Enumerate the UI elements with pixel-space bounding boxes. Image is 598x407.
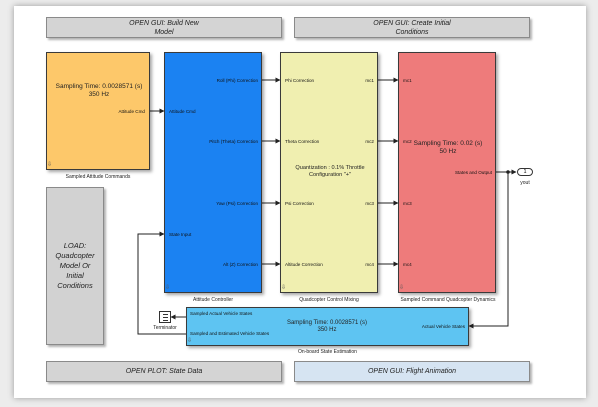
controller-out-yaw: Yaw (Psi) Correction [216, 201, 258, 206]
subsystem-arrow-icon: ⇩ [281, 285, 287, 291]
estimation-out-sampled-estimated: Sampled and Estimated Vehicle States [190, 331, 270, 336]
controller-in-state: State Input [169, 232, 192, 237]
dynamics-out-states: States and Output [454, 170, 492, 175]
subsystem-arrow-icon: ⇩ [165, 285, 171, 291]
mixing-out-mc3: mc3 [365, 201, 374, 206]
estimation-sampling: Sampling Time: 0.0028571 (s) 350 Hz [286, 320, 368, 333]
terminator-block[interactable] [159, 311, 171, 323]
mixing-in-psi: Psi Correction [285, 201, 314, 206]
controller-in-attitude: Attitude Cmd [169, 109, 196, 114]
flight-animation-button[interactable]: OPEN GUI: Flight Animation [294, 361, 530, 382]
load-quadcopter-model-button[interactable]: LOAD: Quadcopter Model Or Initial Condit… [46, 187, 104, 345]
outport-1[interactable]: 1 [517, 168, 533, 176]
controller-out-pitch: Pitch (Theta) Correction [209, 139, 258, 144]
attitude-commands-label: Sampled Attitude Commands [65, 174, 131, 180]
mixing-in-alt: Altitude Correction [285, 262, 323, 267]
mixing-out-mc4: mc4 [365, 262, 374, 267]
open-plot-state-data-button[interactable]: OPEN PLOT: State Data [46, 361, 282, 382]
wire-feedback [468, 172, 509, 329]
wire-state-input [137, 231, 186, 335]
subsystem-arrow-icon: ⇩ [47, 162, 53, 168]
mixing-in-theta: Theta Correction [285, 139, 320, 144]
dynamics-sampling: Sampling Time: 0.02 (s) 50 Hz [413, 140, 483, 155]
outport-label: yout [520, 180, 530, 186]
state-estimation-block[interactable]: Sampled Actual Vehicle States Sampled an… [186, 307, 469, 346]
subsystem-arrow-icon: ⇩ [399, 285, 405, 291]
subsystem-arrow-icon: ⇩ [187, 338, 193, 344]
control-mixing-label: Quadcopter Control Mixing [299, 297, 359, 303]
attitude-commands-sampling: Sampling Time: 0.0028571 (s) 350 Hz [55, 83, 143, 98]
controller-out-alt: Alt (Z) Correction [223, 262, 258, 267]
dynamics-in-mc3: mc3 [403, 201, 412, 206]
control-mixing-block[interactable]: Phi Correction Theta Correction Psi Corr… [280, 52, 378, 293]
sampled-attitude-commands-block[interactable]: Sampling Time: 0.0028571 (s) 350 Hz Atti… [46, 52, 150, 170]
quadcopter-dynamics-label: Sampled Command Quadcopter Dynamics [400, 297, 496, 303]
state-estimation-label: On-board State Estimation [298, 349, 357, 355]
mixing-quantization-text: Quantization : 0.1% Throttle Configurati… [295, 165, 365, 178]
dynamics-in-mc4: mc4 [403, 262, 412, 267]
attitude-controller-label: Attitude Controller [192, 297, 234, 303]
dynamics-in-mc2: mc2 [403, 139, 412, 144]
mixing-out-mc1: mc1 [365, 78, 374, 83]
controller-out-roll: Roll (Phi) Correction [216, 78, 258, 83]
mixing-in-phi: Phi Correction [285, 78, 315, 83]
terminator-label: Terminator [153, 325, 177, 331]
attitude-commands-out-port: Attitude Cmd [118, 109, 145, 114]
mixing-out-mc2: mc2 [365, 139, 374, 144]
dynamics-in-mc1: mc1 [403, 78, 412, 83]
estimation-in-actual: Actual Vehicle States [421, 324, 465, 329]
estimation-out-sampled-actual: Sampled Actual Vehicle States [190, 311, 253, 316]
quadcopter-dynamics-block[interactable]: mc1 mc2 mc3 mc4 Sampling Time: 0.02 (s) … [398, 52, 496, 293]
attitude-controller-block[interactable]: Attitude Cmd State Input Roll (Phi) Corr… [164, 52, 262, 293]
